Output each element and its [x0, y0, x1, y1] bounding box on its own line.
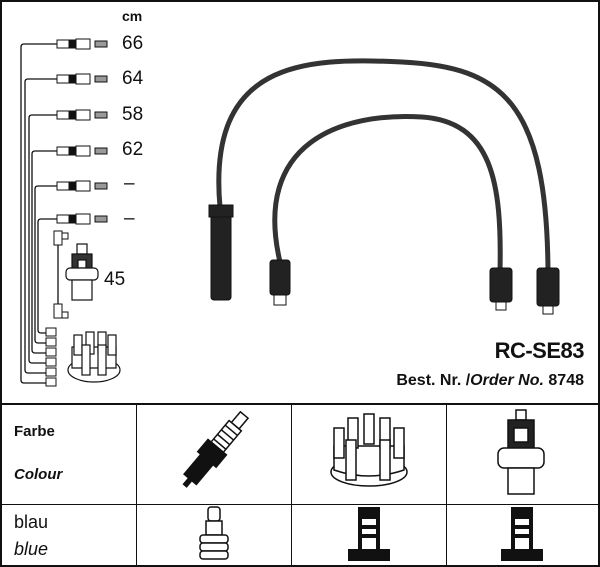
order-number: 8748 [548, 372, 584, 389]
diagram-area: cm 66 64 58 62 – – 45 [2, 2, 598, 405]
colour-value-cell: blau blue [2, 503, 137, 565]
product-code: RC-SE83 [494, 338, 585, 363]
header-en: Colour [14, 466, 63, 484]
coil-connector-icon [501, 506, 544, 561]
colour-de: blau [14, 512, 49, 532]
cable-length-2: 64 [122, 68, 144, 89]
order-label: Order No. [470, 372, 544, 389]
cable-length-4: 62 [122, 139, 144, 160]
cable-schematic [20, 43, 59, 384]
cable-set-drawing [20, 38, 560, 387]
cable-length-6: – [124, 208, 135, 229]
order-number-line: Best. Nr. /Order No. 8748 [396, 372, 584, 390]
cable-length-3: 58 [122, 104, 144, 125]
small-coil-icon [65, 243, 99, 301]
spark-plug-connector-cell [135, 503, 292, 565]
ignition-coil-cell [445, 403, 598, 505]
coil-cable-length: 45 [104, 269, 126, 290]
distributor-cap-icon [329, 413, 408, 487]
unit-label: cm [122, 8, 143, 24]
distributor-connector-icon [347, 506, 390, 561]
order-prefix: Best. Nr. / [396, 372, 471, 389]
ignition-coil-icon [497, 409, 545, 495]
colour-table: Farbe Colour [2, 403, 598, 565]
cable-length-5: – [124, 173, 135, 194]
spark-plug-cell [135, 403, 292, 505]
cable-length-1: 66 [122, 33, 144, 54]
header-de: Farbe [14, 423, 55, 441]
distributor-connector-cell [290, 503, 447, 565]
colour-header-cell: Farbe Colour [2, 403, 137, 505]
ignition-cables [216, 58, 551, 273]
distributor-cap-cell [290, 403, 447, 505]
small-distributor-cap-icon [67, 331, 121, 383]
header-row: Farbe Colour [2, 403, 598, 505]
colour-row: blau blue [2, 503, 598, 565]
plug-connectors [45, 38, 108, 387]
spark-plug-icon [181, 410, 249, 488]
colour-en: blue [14, 539, 49, 559]
coil-connector-cell [445, 503, 598, 565]
spark-plug-connector-icon [198, 505, 229, 560]
cable-boots [208, 204, 560, 315]
